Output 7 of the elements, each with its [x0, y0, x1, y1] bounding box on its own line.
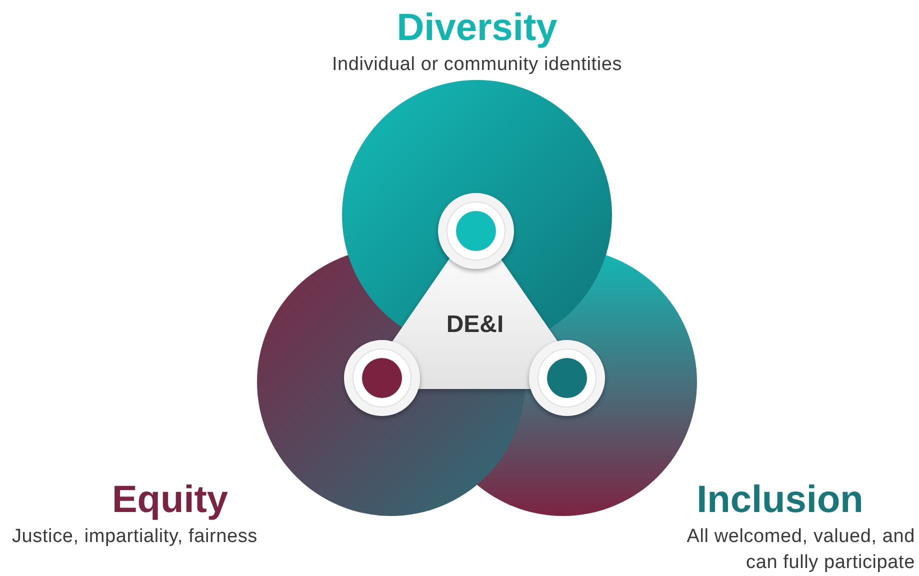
heading: Equity — [110, 478, 230, 522]
center-label: DE&I — [445, 311, 505, 339]
heading: Diversity — [396, 6, 558, 50]
description: Justice, impartiality, fairness — [12, 525, 258, 549]
description: Individual or community identities — [330, 53, 624, 77]
heading: Inclusion — [696, 478, 864, 522]
description: All welcomed, valued, and can fully participate — [686, 525, 915, 575]
